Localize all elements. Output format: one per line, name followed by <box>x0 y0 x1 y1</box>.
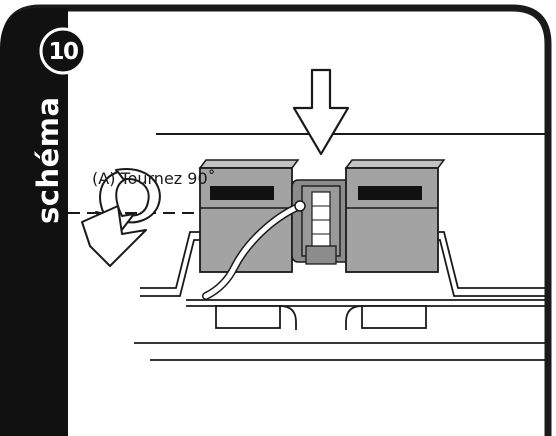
box-right <box>344 159 446 273</box>
center-tab <box>279 305 363 330</box>
slot-right <box>361 305 427 329</box>
step-badge: 10 <box>39 27 87 75</box>
box-right-label-window <box>358 186 422 200</box>
side-label: schéma <box>31 96 65 224</box>
side-bar <box>0 8 68 436</box>
coupler <box>291 179 351 265</box>
down-arrow-icon <box>292 68 350 156</box>
box-left <box>198 159 300 273</box>
step-number: 10 <box>48 39 78 65</box>
cable <box>202 202 304 300</box>
box-left-label-window <box>210 186 274 200</box>
cable-connector <box>294 200 306 212</box>
bottom-slots <box>215 305 427 329</box>
rotate-arrow-icon <box>81 168 161 267</box>
slot-left <box>215 305 281 329</box>
rotation-callout: (A) Tournez 90˚ <box>92 169 216 188</box>
